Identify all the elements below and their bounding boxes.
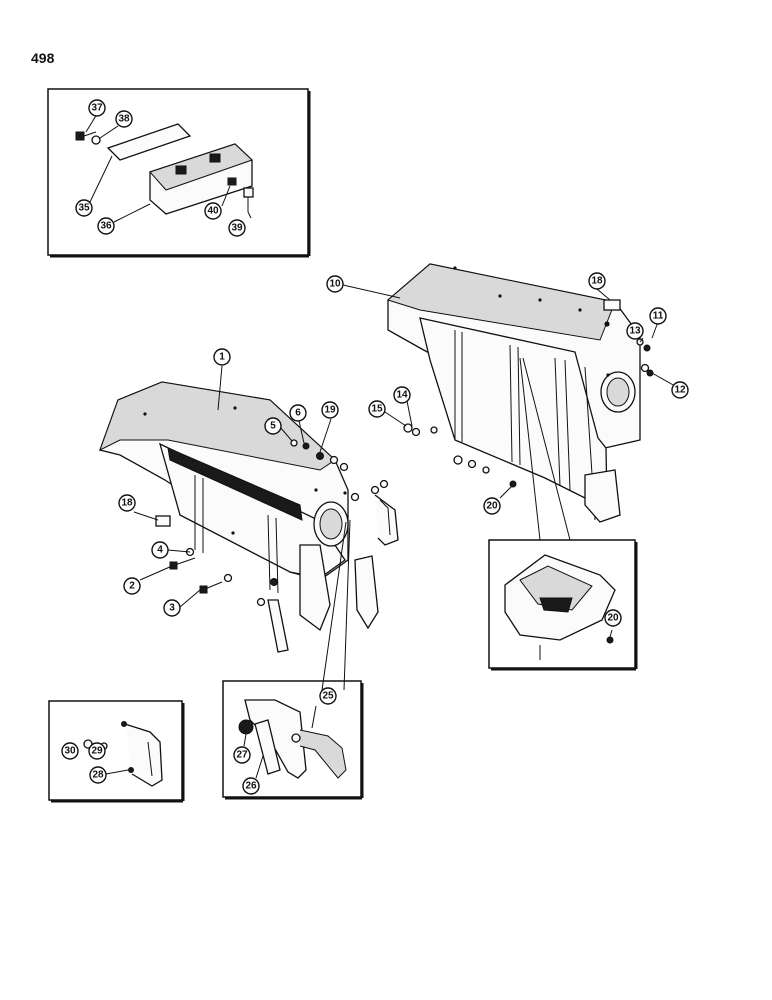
svg-text:35: 35: [78, 203, 90, 214]
svg-text:12: 12: [674, 385, 686, 396]
inset-panel-bracket: [222, 680, 364, 800]
callout-18-right[interactable]: 18: [588, 272, 606, 290]
callout-3[interactable]: 3: [163, 599, 181, 617]
right-fender-assembly: [342, 263, 676, 541]
svg-text:15: 15: [371, 404, 383, 415]
callout-40[interactable]: 40: [204, 202, 222, 220]
callout-11[interactable]: 11: [649, 307, 667, 325]
callout-2[interactable]: 2: [123, 577, 141, 595]
inset-panel-light: [47, 88, 311, 258]
callout-35[interactable]: 35: [75, 199, 93, 217]
inset-panel-handle: [48, 700, 185, 803]
svg-text:13: 13: [629, 326, 641, 337]
svg-text:25: 25: [322, 691, 334, 702]
callout-25[interactable]: 25: [319, 687, 337, 705]
callout-29[interactable]: 29: [88, 742, 106, 760]
svg-text:14: 14: [396, 390, 408, 401]
svg-text:20: 20: [607, 613, 619, 624]
svg-text:18: 18: [121, 498, 133, 509]
callout-6[interactable]: 6: [289, 404, 307, 422]
svg-text:10: 10: [329, 279, 341, 290]
callout-30[interactable]: 30: [61, 742, 79, 760]
svg-text:37: 37: [91, 103, 103, 114]
callout-28[interactable]: 28: [89, 766, 107, 784]
svg-text:19: 19: [324, 405, 336, 416]
svg-text:4: 4: [157, 545, 163, 556]
callout-26[interactable]: 26: [242, 777, 260, 795]
callout-14[interactable]: 14: [393, 386, 411, 404]
callout-39[interactable]: 39: [228, 219, 246, 237]
screw-part: [75, 131, 85, 141]
callout-15[interactable]: 15: [368, 400, 386, 418]
callout-1[interactable]: 1: [213, 348, 231, 366]
svg-text:29: 29: [91, 746, 103, 757]
svg-text:39: 39: [231, 223, 243, 234]
svg-text:30: 30: [64, 746, 76, 757]
callout-13[interactable]: 13: [626, 322, 644, 340]
callout-5[interactable]: 5: [264, 417, 282, 435]
svg-text:11: 11: [653, 311, 664, 322]
callout-38[interactable]: 38: [115, 110, 133, 128]
washer-part: [91, 135, 101, 145]
svg-text:18: 18: [591, 276, 603, 287]
svg-text:27: 27: [236, 750, 248, 761]
svg-text:3: 3: [169, 603, 175, 614]
svg-text:5: 5: [270, 421, 276, 432]
detail-panel-right: [488, 539, 638, 671]
svg-text:38: 38: [118, 114, 130, 125]
callout-12[interactable]: 12: [671, 381, 689, 399]
callout-37[interactable]: 37: [88, 99, 106, 117]
svg-text:6: 6: [295, 408, 301, 419]
page-number: 498: [31, 50, 55, 66]
svg-text:2: 2: [129, 581, 135, 592]
callout-4[interactable]: 4: [151, 541, 169, 559]
callout-18-left[interactable]: 18: [118, 494, 136, 512]
callout-19[interactable]: 19: [321, 401, 339, 419]
callout-20-fender[interactable]: 20: [483, 497, 501, 515]
svg-text:40: 40: [207, 206, 219, 217]
callout-36[interactable]: 36: [97, 217, 115, 235]
lens-part: [106, 123, 192, 161]
svg-text:20: 20: [486, 501, 498, 512]
left-fender-assembly: [99, 365, 399, 691]
callout-20-detail[interactable]: 20: [604, 609, 622, 627]
svg-text:26: 26: [245, 781, 257, 792]
callout-27[interactable]: 27: [233, 746, 251, 764]
svg-text:28: 28: [92, 770, 104, 781]
callout-10[interactable]: 10: [326, 275, 344, 293]
svg-text:36: 36: [100, 221, 112, 232]
svg-text:1: 1: [219, 352, 225, 363]
